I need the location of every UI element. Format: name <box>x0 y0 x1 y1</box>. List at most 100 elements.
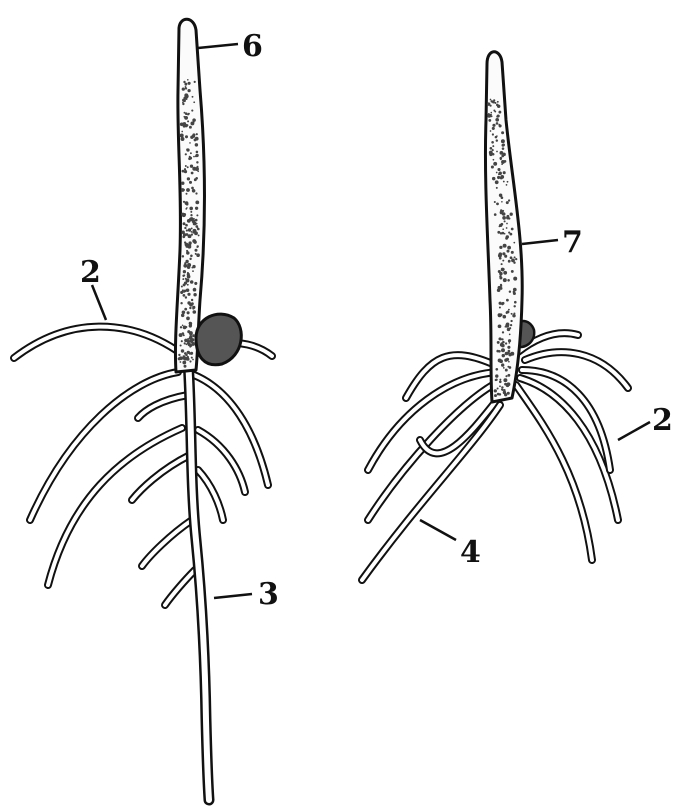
stem-stipple-dot <box>505 375 507 377</box>
stem-stipple-dot <box>508 260 511 263</box>
stem-stipple-dot <box>190 280 194 284</box>
stem-stipple-dot <box>183 116 185 118</box>
stem-stipple-dot <box>501 268 505 272</box>
stem-stipple-dot <box>506 223 508 225</box>
stem-stipple-dot <box>189 258 191 260</box>
stem-stipple-dot <box>496 203 499 206</box>
stem-stipple-dot <box>503 171 506 174</box>
stem-stipple-dot <box>189 181 192 184</box>
stem-stipple-dot <box>503 316 505 318</box>
stem-stipple-dot <box>511 313 513 315</box>
stem-stipple-dot <box>507 246 511 250</box>
stem-stipple-dot <box>490 147 493 150</box>
stem-stipple-dot <box>502 210 504 212</box>
stem-stipple-dot <box>187 272 189 274</box>
stem-stipple-dot <box>507 328 511 332</box>
stem-stipple-dot <box>498 124 500 126</box>
stem-stipple-dot <box>496 172 498 174</box>
stem-stipple-dot <box>496 115 498 117</box>
stem-stipple-dot <box>506 201 509 204</box>
stem-stipple-dot <box>185 201 189 205</box>
stem-stipple-dot <box>498 252 502 256</box>
stem-stipple-dot <box>184 112 186 114</box>
stem-stipple-dot <box>181 285 183 287</box>
stem-stipple-dot <box>501 161 504 164</box>
stem-stipple-dot <box>196 151 199 154</box>
stem-stipple-dot <box>501 338 503 340</box>
stem-stipple-dot <box>184 282 187 285</box>
stem-stipple-dot <box>498 111 501 114</box>
stem-stipple-dot <box>190 165 193 168</box>
stem-stipple-dot <box>506 250 509 253</box>
stem-stipple-dot <box>499 272 503 276</box>
stem-stipple-dot <box>190 255 193 258</box>
stem-stipple-dot <box>497 101 499 103</box>
label-3: 3 <box>258 577 279 612</box>
stem-stipple-dot <box>185 165 187 167</box>
stem-stipple-dot <box>495 180 499 184</box>
stem-stipple-dot <box>187 284 189 286</box>
stem-stipple-dot <box>508 218 510 220</box>
stem-stipple-dot <box>182 87 185 90</box>
stem-stipple-dot <box>503 378 507 382</box>
stem-stipple-dot <box>193 310 197 314</box>
stem-stipple-dot <box>181 137 185 141</box>
stem-stipple-dot <box>192 334 195 337</box>
stem-stipple-dot <box>181 314 184 317</box>
stem-stipple-dot <box>194 282 197 285</box>
stem-stipple-dot <box>194 168 197 171</box>
stem-stipple-dot <box>495 118 499 122</box>
stem-stipple-dot <box>501 344 505 348</box>
stem-stipple-dot <box>495 368 498 371</box>
stem-stipple-dot <box>504 358 508 362</box>
stem-stipple-dot <box>506 383 508 385</box>
stem-stipple-dot <box>180 302 182 304</box>
stem-stipple-dot <box>503 271 507 275</box>
leader-7 <box>522 240 558 244</box>
stem-stipple-dot <box>510 256 513 259</box>
stem-stipple-dot <box>195 192 197 194</box>
stem-stipple-dot <box>191 338 194 341</box>
stem-stipple-dot <box>186 250 188 252</box>
stem-stipple-dot <box>185 135 188 138</box>
stem-stipple-dot <box>189 228 191 230</box>
stem-stipple-dot <box>184 365 187 368</box>
stem-stipple-dot <box>507 181 509 183</box>
stem-stipple-dot <box>503 244 507 248</box>
stem-stipple-dot <box>193 293 196 296</box>
stem-stipple-dot <box>184 241 186 243</box>
stem-stipple-dot <box>183 233 186 236</box>
stem-stipple-dot <box>180 326 182 328</box>
stem-stipple-dot <box>508 199 510 201</box>
stem-stipple-dot <box>498 171 502 175</box>
stem-stipple-dot <box>501 263 503 265</box>
leader-2-right <box>618 422 650 440</box>
stem-stipple-dot <box>512 314 515 317</box>
stem-stipple-dot <box>487 114 491 118</box>
stem-stipple-dot <box>182 102 184 104</box>
stem-stipple-dot <box>491 165 494 168</box>
stem-stipple-dot <box>194 138 197 141</box>
stem-stipple-dot <box>492 145 494 147</box>
stem-stipple-dot <box>194 231 198 235</box>
stem-stipple-dot <box>197 227 199 229</box>
stem-stipple-dot <box>187 293 190 296</box>
stem-stipple-dot <box>502 354 505 357</box>
stem-stipple-dot <box>513 277 517 281</box>
stem-stipple-dot <box>182 325 184 327</box>
stem-stipple-dot <box>194 288 196 290</box>
stem-stipple-dot <box>499 380 502 383</box>
stem-stipple-dot <box>501 389 503 391</box>
stem-stipple-dot <box>196 223 198 225</box>
stem-stipple-dot <box>192 118 196 122</box>
left-seed <box>196 314 241 365</box>
stem-stipple-dot <box>182 278 184 280</box>
stem-stipple-dot <box>513 305 515 307</box>
stem-stipple-dot <box>510 213 513 216</box>
stem-stipple-dot <box>191 299 193 301</box>
stem-stipple-dot <box>511 228 514 231</box>
stem-stipple-dot <box>187 311 190 314</box>
stem-stipple-dot <box>191 187 194 190</box>
stem-stipple-dot <box>505 237 508 240</box>
stem-stipple-dot <box>510 233 513 236</box>
